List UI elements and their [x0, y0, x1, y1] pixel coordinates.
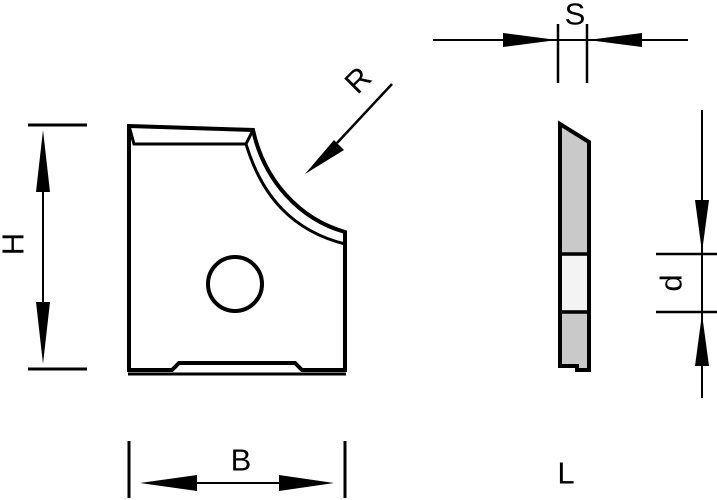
dim-d-arrow-down [695, 200, 709, 252]
side-view-bore-band [561, 256, 588, 310]
side-view [558, 120, 591, 372]
label-bore: d [654, 274, 689, 291]
label-length: L [557, 456, 574, 491]
label-radius: R [338, 60, 379, 101]
label-height: H [0, 233, 31, 255]
dimension-bore: d [654, 110, 717, 398]
dim-d-arrow-up [695, 314, 709, 366]
dim-b-arrow-left [140, 475, 197, 491]
radius-arrowhead [305, 140, 344, 174]
label-width: B [231, 443, 252, 478]
front-view-body [127, 123, 347, 372]
dim-h-arrow-up [36, 130, 50, 192]
side-view-outline [558, 120, 591, 372]
dimension-thickness: S [433, 0, 688, 83]
dim-s-arrow-right [503, 33, 557, 47]
side-view-body [560, 124, 589, 370]
front-view [127, 123, 347, 376]
label-thickness: S [565, 0, 586, 32]
dim-b-arrow-right [279, 475, 334, 491]
dimension-width: B [127, 441, 347, 498]
radius-leader-line [336, 83, 393, 144]
callout-radius: R [305, 60, 393, 174]
dim-s-arrow-left [588, 33, 642, 47]
front-view-bevel-band [127, 124, 347, 246]
dimension-height: H [0, 123, 87, 371]
dim-h-arrow-down [36, 302, 50, 364]
bore-hole [206, 255, 264, 313]
bevel-miter-line [244, 129, 255, 145]
